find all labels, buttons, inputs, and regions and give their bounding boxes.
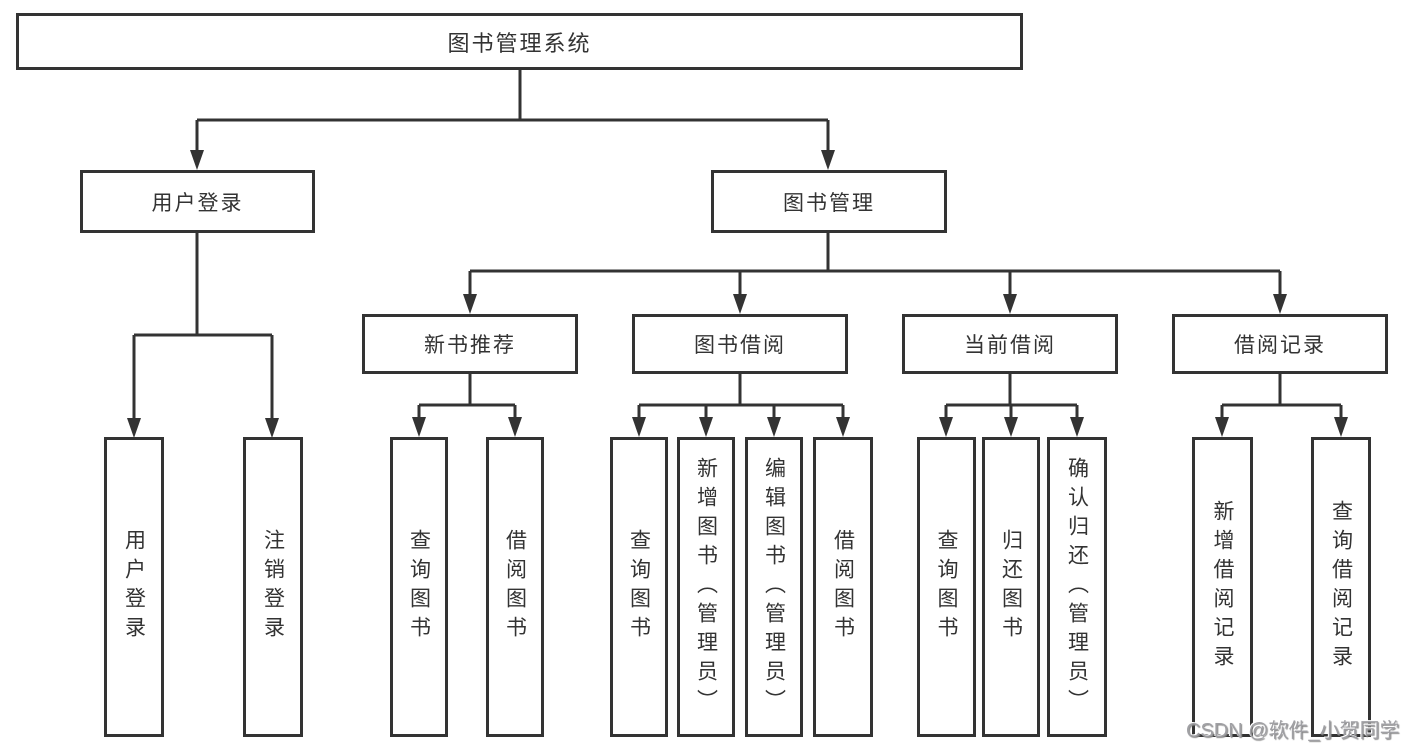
node-current-borrow: 当前借阅 — [902, 314, 1118, 374]
node-leaf-add-borrow-record: 新增借阅记录 — [1192, 437, 1253, 737]
node-leaf-query-book-current-label: 查询图书 — [935, 529, 958, 645]
arrow-down-icon — [1070, 417, 1084, 437]
node-leaf-return-book-label: 归还图书 — [999, 529, 1023, 645]
node-book-management-label: 图书管理 — [783, 191, 875, 215]
connector-borrowrecord-to-leaves — [1215, 374, 1348, 437]
arrow-down-icon — [1273, 294, 1287, 314]
node-book-management: 图书管理 — [711, 170, 947, 233]
connector-root-to-level2 — [190, 70, 835, 170]
csdn-watermark: CSDN @软件_小贺同学 — [1186, 720, 1400, 742]
arrow-down-icon — [767, 417, 781, 437]
node-leaf-query-borrow-record-label: 查询借阅记录 — [1329, 500, 1353, 674]
node-leaf-edit-book-admin: 编辑图书（管理员） — [745, 437, 803, 737]
node-borrow-record-label: 借阅记录 — [1234, 334, 1326, 357]
arrow-down-icon — [821, 150, 835, 170]
arrow-down-icon — [1004, 417, 1018, 437]
arrow-down-icon — [190, 150, 204, 170]
connector-userlogin-to-leaves — [127, 233, 279, 438]
node-leaf-confirm-return-admin-label: 确认归还（管理员） — [1065, 456, 1089, 718]
arrow-down-icon — [632, 417, 646, 437]
node-new-book-recommend: 新书推荐 — [362, 314, 578, 374]
node-leaf-query-book-current: 查询图书 — [917, 437, 976, 737]
node-leaf-user-login: 用户登录 — [104, 437, 164, 737]
node-leaf-logout: 注销登录 — [243, 437, 303, 737]
arrow-down-icon — [699, 417, 713, 437]
node-leaf-add-book-admin: 新增图书（管理员） — [677, 437, 735, 737]
arrow-down-icon — [463, 294, 477, 314]
node-leaf-confirm-return-admin: 确认归还（管理员） — [1047, 437, 1107, 737]
node-leaf-query-book-borrow-label: 查询图书 — [627, 529, 651, 645]
arrow-down-icon — [265, 418, 279, 438]
node-book-borrow-label: 图书借阅 — [694, 334, 786, 357]
node-leaf-return-book: 归还图书 — [982, 437, 1040, 737]
connector-bookmanagement-to-level3 — [463, 233, 1287, 314]
connector-currentborrow-to-leaves — [939, 374, 1084, 437]
node-leaf-query-book-recommend-label: 查询图书 — [407, 529, 431, 645]
node-leaf-query-book-recommend: 查询图书 — [390, 437, 448, 737]
node-leaf-borrow-book-recommend: 借阅图书 — [486, 437, 544, 737]
connector-newbookrecommend-to-leaves — [412, 374, 522, 437]
arrow-down-icon — [733, 294, 747, 314]
node-borrow-record: 借阅记录 — [1172, 314, 1388, 374]
arrow-down-icon — [1215, 417, 1229, 437]
node-leaf-logout-label: 注销登录 — [261, 529, 285, 645]
arrow-down-icon — [1003, 294, 1017, 314]
node-current-borrow-label: 当前借阅 — [964, 334, 1056, 357]
node-leaf-add-book-admin-label: 新增图书（管理员） — [694, 456, 718, 718]
node-leaf-add-borrow-record-label: 新增借阅记录 — [1211, 500, 1234, 674]
node-leaf-user-login-label: 用户登录 — [122, 529, 146, 645]
node-book-borrow: 图书借阅 — [632, 314, 848, 374]
arrow-down-icon — [939, 417, 953, 437]
node-new-book-recommend-label: 新书推荐 — [424, 334, 516, 357]
node-leaf-edit-book-admin-label: 编辑图书（管理员） — [762, 456, 786, 718]
arrow-down-icon — [836, 417, 850, 437]
arrow-down-icon — [508, 417, 522, 437]
node-leaf-borrow-book-recommend-label: 借阅图书 — [503, 529, 527, 645]
arrow-down-icon — [1334, 417, 1348, 437]
node-leaf-borrow-book-borrow: 借阅图书 — [813, 437, 873, 737]
arrow-down-icon — [412, 417, 426, 437]
node-root-label: 图书管理系统 — [447, 30, 592, 56]
node-leaf-query-borrow-record: 查询借阅记录 — [1311, 437, 1371, 737]
connector-bookborrow-to-leaves — [632, 374, 850, 437]
arrow-down-icon — [127, 418, 141, 438]
node-user-login: 用户登录 — [80, 170, 315, 233]
node-leaf-query-book-borrow: 查询图书 — [610, 437, 668, 737]
node-root: 图书管理系统 — [16, 13, 1023, 70]
node-leaf-borrow-book-borrow-label: 借阅图书 — [831, 529, 855, 645]
node-user-login-label: 用户登录 — [151, 191, 244, 215]
